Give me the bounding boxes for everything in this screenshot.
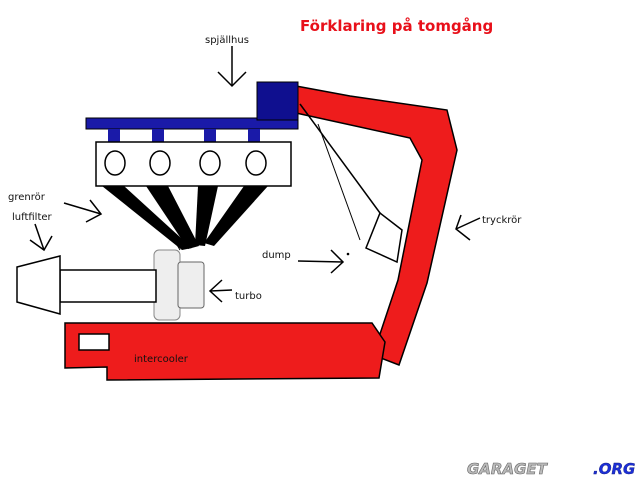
- air-filter: [16, 255, 61, 315]
- label-turbo: turbo: [235, 291, 262, 302]
- arrow-turbo: [208, 279, 233, 303]
- cylinder-2: [149, 150, 171, 176]
- arrow-tryckror: [455, 214, 481, 241]
- cylinder-4: [245, 150, 267, 176]
- intercooler-label: intercooler: [134, 354, 189, 365]
- diagram-title: Förklaring på tomgång: [300, 17, 493, 35]
- turbo-compressor: [177, 261, 205, 309]
- cylinder-1: [104, 150, 126, 176]
- label-dump: dump: [262, 250, 291, 261]
- label-spjallhus: spjällhus: [205, 35, 249, 46]
- intake-pipe: [59, 269, 157, 303]
- svg-text:.ORG: .ORG: [593, 460, 635, 478]
- turbo-housing: [153, 249, 181, 321]
- arrow-grenror: [63, 199, 103, 223]
- label-grenror: grenrör: [8, 192, 46, 203]
- arrow-spjallhus: [217, 46, 247, 88]
- throttle-body: [256, 81, 299, 121]
- intake-runner-2: [152, 129, 164, 143]
- dump-point: [346, 252, 350, 256]
- cylinder-3: [199, 150, 221, 176]
- watermark-logo: GARAGET .ORG: [467, 460, 636, 479]
- dump-valve: [365, 211, 403, 264]
- intercooler: [64, 322, 386, 381]
- intake-runner-1: [108, 129, 120, 143]
- dump-linkage: [299, 103, 381, 214]
- charge-pipe: [295, 85, 458, 366]
- arrow-luftfilter: [29, 223, 53, 252]
- exhaust-manifold: [102, 186, 268, 251]
- intake-manifold: [85, 117, 299, 130]
- label-luftfilter: luftfilter: [12, 212, 53, 223]
- label-tryckror: tryckrör: [482, 215, 522, 226]
- intake-runner-4: [248, 129, 260, 143]
- intake-runner-3: [204, 129, 216, 143]
- intercooler-inlet: [78, 333, 110, 351]
- svg-text:GARAGET: GARAGET: [467, 460, 549, 478]
- arrow-dump: [297, 249, 345, 274]
- dump-linkage-2: [317, 123, 361, 241]
